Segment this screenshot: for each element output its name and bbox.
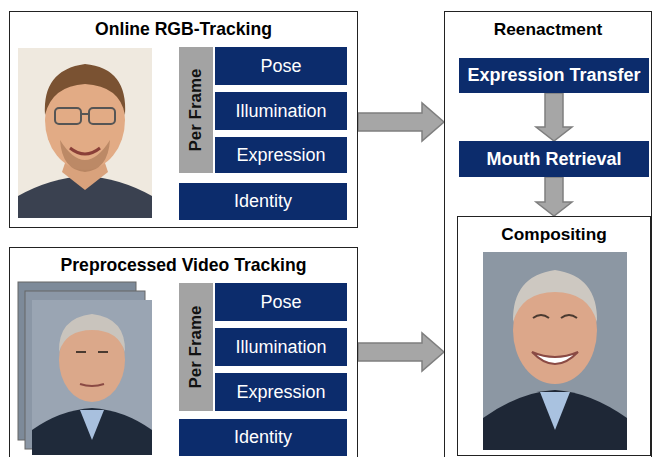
video-frames (18, 282, 152, 455)
process-box: Expression Transfer (459, 58, 649, 93)
panel-title: Compositing (458, 224, 650, 245)
band-label: Per Frame (186, 68, 206, 151)
block-arrow (358, 333, 444, 371)
per-frame-band: Per Frame (179, 47, 213, 173)
block-arrow (536, 93, 572, 141)
panel-box: Preprocessed Video TrackingPer Frame Pose… (9, 247, 358, 457)
box-label: Illumination (235, 101, 326, 122)
composite-photo (483, 252, 627, 450)
box-label: Expression (236, 145, 325, 166)
band-label: Per Frame (186, 305, 206, 388)
output-box: Compositing (457, 216, 651, 456)
block-arrow (358, 103, 444, 141)
process-box: Mouth Retrieval (459, 141, 649, 177)
box-label: Mouth Retrieval (486, 149, 621, 170)
box-label: Pose (260, 292, 301, 313)
box-label: Expression (236, 382, 325, 403)
box-label: Pose (260, 56, 301, 77)
parameter-box: Expression (215, 373, 347, 411)
parameter-box: Illumination (215, 328, 347, 366)
parameter-box: Identity (179, 183, 347, 220)
per-frame-band: Per Frame (179, 283, 213, 411)
box-label: Identity (234, 191, 292, 212)
parameter-box: Illumination (215, 92, 347, 130)
parameter-box: Identity (179, 419, 347, 456)
panel-title: Preprocessed Video Tracking (10, 255, 357, 276)
parameter-box: Pose (215, 47, 347, 85)
panel-box: ReenactmentExpression TransferMouth Retr… (444, 11, 652, 457)
parameter-box: Pose (215, 283, 347, 321)
panel-title: Online RGB-Tracking (10, 19, 357, 40)
face-photo (18, 48, 152, 218)
block-arrow (536, 177, 572, 216)
parameter-box: Expression (215, 137, 347, 173)
box-label: Illumination (235, 337, 326, 358)
panel-title: Reenactment (445, 19, 651, 40)
box-label: Identity (234, 427, 292, 448)
box-label: Expression Transfer (467, 65, 640, 86)
panel-box: Online RGB-TrackingPer Frame PoseIllumina… (9, 11, 358, 228)
